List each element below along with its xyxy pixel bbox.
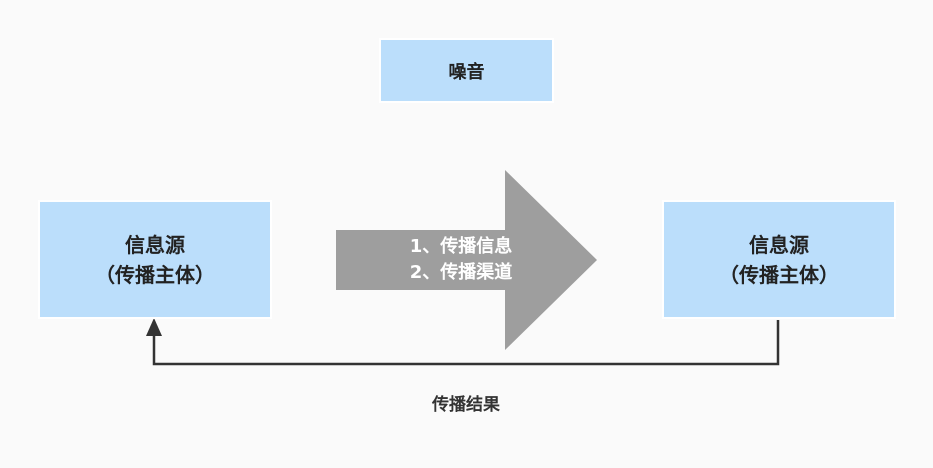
source-box-right: 信息源 （传播主体） <box>662 200 896 319</box>
source-right-subtitle: （传播主体） <box>719 262 839 287</box>
channel-arrow-shape <box>336 170 597 350</box>
source-left-subtitle: （传播主体） <box>95 262 215 287</box>
channel-arrow-line1: 1、传播信息 <box>409 236 513 257</box>
noise-box: 噪音 <box>379 38 554 103</box>
noise-label: 噪音 <box>448 61 485 83</box>
source-right-title: 信息源 <box>749 232 809 257</box>
feedback-label: 传播结果 <box>432 395 500 415</box>
channel-arrow-text: 1、传播信息 2、传播渠道 <box>336 230 586 290</box>
feedback-arrowhead-icon <box>146 318 162 336</box>
source-box-left: 信息源 （传播主体） <box>38 200 272 319</box>
source-left-title: 信息源 <box>125 232 185 257</box>
channel-arrow-line2: 2、传播渠道 <box>409 262 513 283</box>
feedback-connector <box>152 320 780 366</box>
